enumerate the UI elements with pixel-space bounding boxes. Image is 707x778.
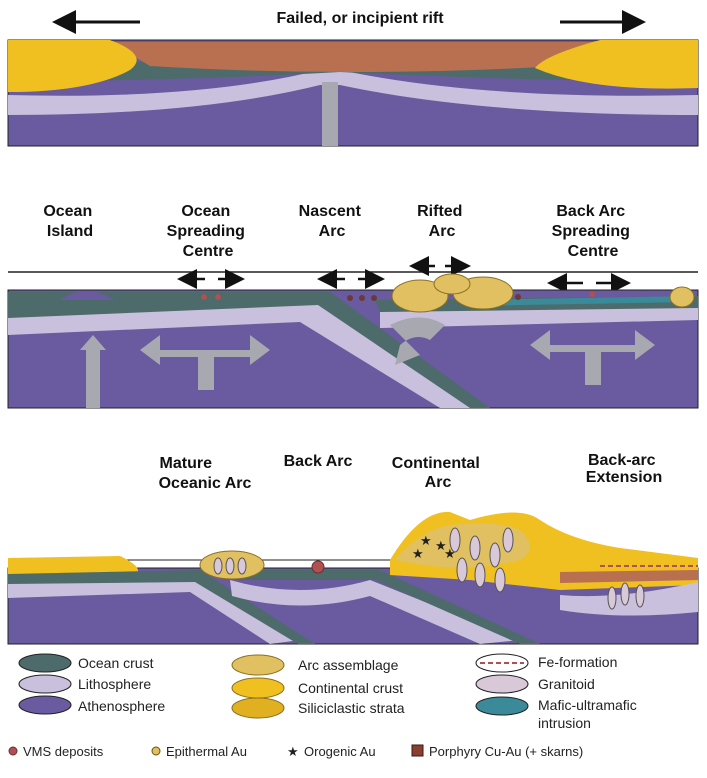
vms-key-icon bbox=[8, 746, 18, 756]
cont-arc-granitoids bbox=[449, 527, 645, 610]
label-back-arc: Back Arc bbox=[284, 453, 353, 470]
label-nascent-arc: Nascent Arc bbox=[299, 203, 366, 240]
cont-crust-mid bbox=[220, 570, 540, 644]
svg-text:★: ★ bbox=[444, 546, 456, 561]
legend-swatch-continental bbox=[231, 677, 285, 699]
cont-siliciclastic bbox=[560, 570, 698, 583]
legend-swatch-granitoid bbox=[475, 674, 529, 694]
legend-swatch-arc bbox=[231, 654, 285, 676]
legend-swatch-ocean-crust bbox=[18, 653, 72, 673]
legend-orogenic: Orogenic Au bbox=[304, 744, 376, 759]
legend-arc-assemblage: Arc assemblage bbox=[298, 657, 399, 673]
legend-siliciclastic: Siliciclastic strata bbox=[298, 700, 405, 716]
panel-continental: Mature Oceanic Arc Back Arc Continental … bbox=[7, 452, 699, 645]
rifted-arc-assemblage bbox=[391, 273, 695, 313]
label-back-arc-extension: Back-arc Extension bbox=[586, 452, 662, 486]
mature-arc-granitoids bbox=[213, 557, 247, 575]
cont-orogenic-au: ★★ ★★ bbox=[412, 533, 456, 561]
label-back-arc-spreading: Back Arc Spreading Centre bbox=[552, 203, 635, 260]
svg-text:★: ★ bbox=[420, 533, 432, 548]
backarc-mafic bbox=[470, 296, 690, 306]
legend-mafic-2: intrusion bbox=[538, 715, 591, 731]
legend-swatch-athenosphere bbox=[18, 695, 72, 715]
epithermal-key-icon bbox=[151, 746, 161, 756]
spreading-arrows bbox=[177, 256, 631, 293]
label-ocean-island: Ocean Island bbox=[43, 203, 96, 240]
legend-porphyry: Porphyry Cu-Au (+ skarns) bbox=[429, 744, 583, 759]
rift-lithosphere bbox=[8, 70, 698, 115]
legend-lithosphere: Lithosphere bbox=[78, 676, 151, 692]
mantle-flow-arrows bbox=[80, 317, 655, 408]
ocean-crust-plate bbox=[8, 292, 490, 408]
porphyry-key-icon bbox=[411, 744, 424, 757]
svg-text:★: ★ bbox=[412, 546, 424, 561]
ocean-vms-deposits bbox=[201, 291, 595, 300]
panel-rift-title: Failed, or incipient rift bbox=[276, 10, 444, 27]
legend-athenosphere: Athenosphere bbox=[78, 698, 165, 714]
back-arc-vms bbox=[311, 560, 325, 574]
label-mature-oceanic-arc: Mature Oceanic Arc bbox=[159, 455, 252, 492]
ocean-lithosphere bbox=[8, 300, 480, 408]
rift-continental-left bbox=[8, 40, 137, 92]
legend-fe-formation: Fe-formation bbox=[538, 654, 617, 670]
cont-crust-left bbox=[8, 570, 315, 644]
svg-text:★: ★ bbox=[435, 538, 447, 553]
legend-swatch-lithosphere bbox=[18, 674, 72, 694]
ocean-orogenic-markers bbox=[347, 294, 521, 301]
legend: Ocean crust Lithosphere Athenosphere Arc… bbox=[8, 653, 637, 759]
rift-continental-right bbox=[535, 40, 698, 89]
label-continental-arc: Continental Arc bbox=[392, 455, 484, 491]
label-ocean-spreading: Ocean Spreading Centre bbox=[167, 203, 250, 260]
cont-lithosphere-mid bbox=[230, 580, 520, 644]
legend-continental-crust: Continental crust bbox=[298, 680, 403, 696]
legend-ocean-crust: Ocean crust bbox=[78, 655, 154, 671]
legend-mafic: Mafic-ultramafic bbox=[538, 697, 637, 713]
legend-epithermal: Epithermal Au bbox=[166, 744, 247, 759]
legend-swatch-fe-formation bbox=[475, 653, 529, 673]
orogenic-key-icon: ★ bbox=[287, 744, 299, 759]
legend-granitoid: Granitoid bbox=[538, 676, 595, 692]
cont-lithosphere-left bbox=[8, 578, 300, 644]
panel-rift: Failed, or incipient rift bbox=[7, 10, 699, 147]
rift-siliciclastic bbox=[110, 42, 600, 72]
legend-swatch-siliciclastic bbox=[231, 697, 285, 719]
panel-ocean: Ocean Island Ocean Spreading Centre Nasc… bbox=[7, 203, 699, 409]
ocean-island-plume bbox=[60, 291, 115, 300]
rift-upwelling-arrow bbox=[322, 82, 338, 146]
label-rifted-arc: Rifted Arc bbox=[417, 203, 467, 240]
legend-swatch-mafic bbox=[475, 696, 529, 716]
legend-vms: VMS deposits bbox=[23, 744, 104, 759]
